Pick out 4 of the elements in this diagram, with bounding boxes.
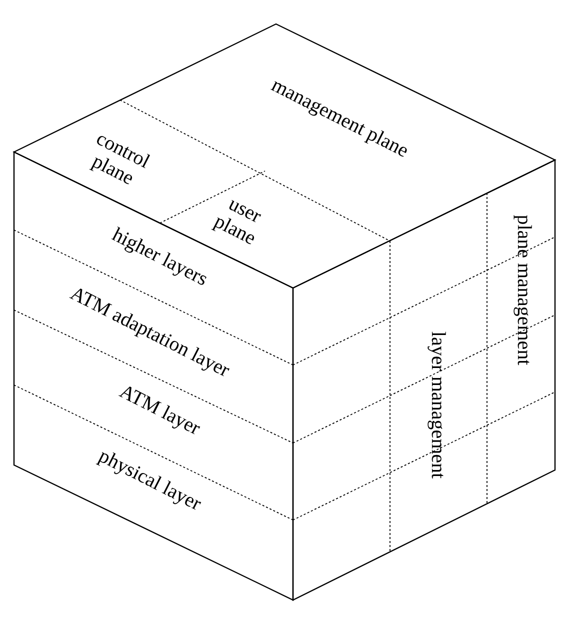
plane-label: control plane: [72, 122, 164, 198]
management-label: plane management: [513, 190, 535, 390]
management-label: layer management: [427, 305, 449, 505]
plane-label: user plane: [198, 184, 282, 256]
